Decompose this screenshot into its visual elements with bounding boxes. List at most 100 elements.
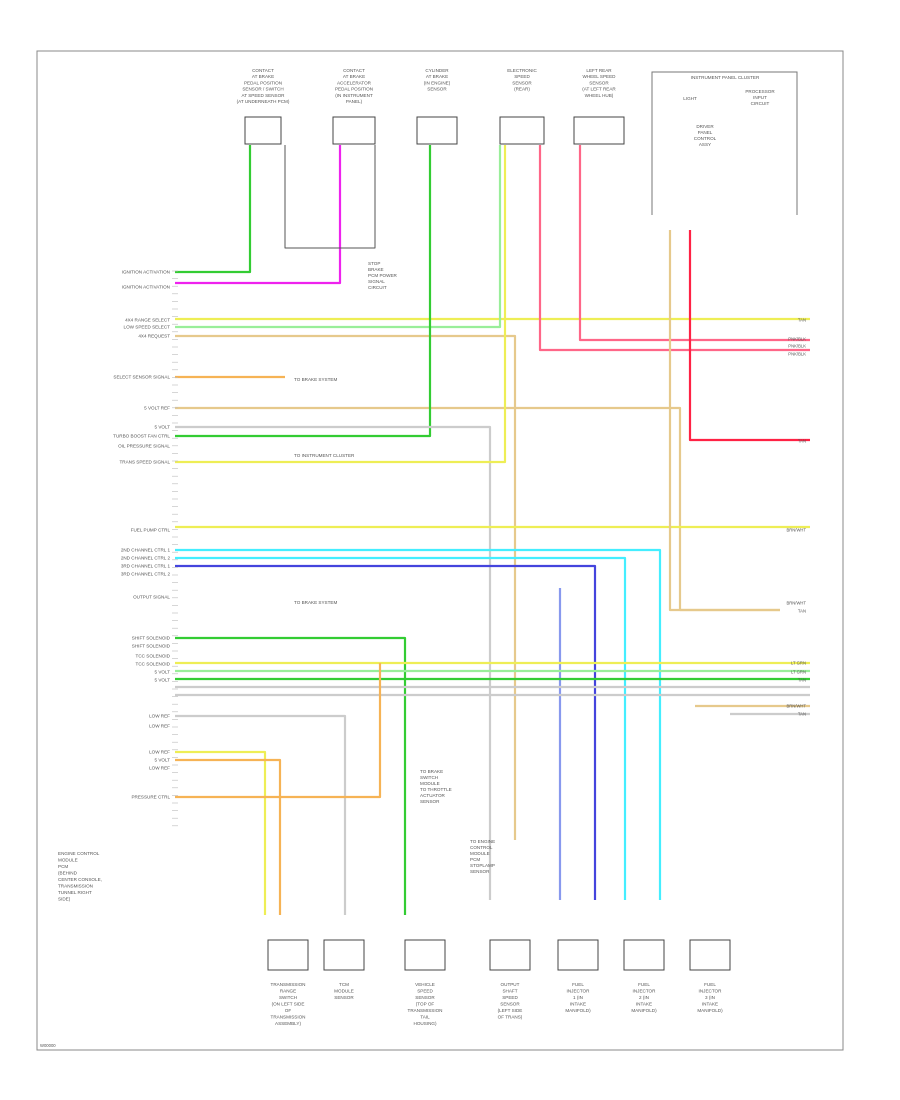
bottom-component-label: INJECTOR [633, 989, 657, 994]
wire-green [175, 145, 252, 274]
pcm-pin-label: FUEL PUMP CTRL [131, 528, 171, 533]
bottom-component-label: OF TRANS) [498, 1015, 523, 1020]
wire-yellow-2 [175, 145, 507, 464]
left-note: PCM [58, 864, 68, 869]
top-component-label: LEFT REAR [586, 68, 612, 73]
top-component-label: PEDAL POSITION [244, 80, 282, 85]
cluster-right-label: CIRCUIT [751, 101, 770, 106]
bottom-component-6 [623, 939, 665, 971]
wire-gray [284, 145, 376, 249]
right-wire-label: TAN [798, 712, 806, 717]
bottom-component-label: HOUSING) [414, 1021, 437, 1026]
left-note: SIDE) [58, 897, 71, 902]
bottom-component-label: TRANSMISSION [271, 1015, 306, 1020]
left-note: MODULE [58, 858, 78, 863]
pcm-pin-label: TCC SOLENOID [136, 662, 171, 667]
note-label: TO THROTTLE [420, 787, 452, 792]
note-label: MODULE [470, 851, 490, 856]
bottom-component-4 [489, 939, 531, 971]
right-wire-label: PNK/BLK [788, 337, 806, 342]
pcm-pin-label: SHIFT SOLENOID [132, 636, 171, 641]
bottom-component-label: INTAKE [570, 1002, 586, 1007]
bottom-component-label: (TOP OF [416, 1002, 435, 1007]
bottom-component-label: INJECTOR [567, 989, 591, 994]
pcm-pin-label: LOW SPEED SELECT [124, 325, 171, 330]
bottom-component-label: TRANSMISSION [271, 982, 306, 987]
right-wire-label: BRN/WHT [786, 704, 806, 709]
wire-blue [175, 564, 597, 900]
cluster-inner-label: DRIVER [696, 124, 714, 129]
pcm-pin-label: LOW REF [149, 766, 170, 771]
top-component-label: CONTACT [252, 68, 274, 73]
pcm-pin-label: IGNITION ACTIVATION [122, 270, 170, 275]
bottom-component-label: SENSOR [415, 995, 435, 1000]
bottom-component-label: TRANSMISSION [408, 1008, 443, 1013]
left-note: TUNNEL RIGHT [58, 890, 92, 895]
note-label: PCM [470, 857, 480, 862]
top-component-label: AT BRAKE [426, 74, 448, 79]
note-label: STOPLAMP [470, 863, 495, 868]
bottom-component-label: MANIFOLD) [631, 1008, 657, 1013]
bottom-component-7 [689, 939, 731, 971]
pcm-pin-label: 5 VOLT REF [144, 406, 170, 411]
right-wire-label: TAN [798, 439, 806, 444]
bottom-component-label: TCM [339, 982, 349, 987]
pcm-pin-label: 5 VOLT [155, 670, 171, 675]
note-label: TO BRAKE SYSTEM [294, 377, 337, 382]
cluster-right-label: INPUT [753, 95, 767, 100]
right-wire-label: PNK/BLK [788, 344, 806, 349]
wire-pink-2 [578, 145, 810, 342]
pcm-pin-label: TURBO BOOST FAN CTRL [113, 434, 170, 439]
bottom-component-label: MANIFOLD) [565, 1008, 591, 1013]
wire-light-green [175, 145, 502, 329]
pcm-pin-label: PRESSURE CTRL [131, 795, 170, 800]
note-label: BRAKE [368, 267, 384, 272]
bottom-component-2 [323, 939, 365, 971]
cluster-left-label: LIGHT [683, 96, 697, 101]
wire-gray-2 [175, 425, 492, 900]
bottom-component-label: 1 (IN [573, 995, 583, 1000]
pcm-pin-label: 3RD CHANNEL CTRL 1 [121, 564, 171, 569]
bottom-component-label: 3 (IN [705, 995, 715, 1000]
top-component-label: CONTACT [343, 68, 365, 73]
right-wire-label: PNK/BLK [788, 352, 806, 357]
top-component-label: SENSOR [589, 80, 609, 85]
top-component-label: SENSOR [512, 80, 532, 85]
bottom-component-label: (ON LEFT SIDE [272, 1002, 305, 1007]
pcm-pin-label: 3RD CHANNEL CTRL 2 [121, 572, 171, 577]
note-label: TO ENGINE [470, 839, 495, 844]
top-component-label: WHEEL SPEED [582, 74, 616, 79]
top-component-label: PEDAL POSITION [335, 87, 373, 92]
note-label: TO INSTRUMENT CLUSTER [294, 453, 355, 458]
top-component-3 [416, 116, 458, 145]
pcm-pin-label: 2ND CHANNEL CTRL 1 [121, 548, 171, 553]
bottom-component-1 [267, 939, 309, 971]
note-label: SENSOR [470, 869, 490, 874]
wire-pink [538, 145, 810, 352]
wire-yellow-5 [175, 750, 267, 915]
top-component-4 [499, 116, 545, 145]
cluster-right-label: PROCESSOR [745, 89, 775, 94]
instrument-panel-cluster [651, 71, 798, 215]
left-note: CENTER CONSOLE, [58, 877, 102, 882]
note-label: CIRCUIT [368, 285, 387, 290]
bottom-component-3 [404, 939, 446, 971]
bottom-component-label: FUEL [572, 982, 584, 987]
bottom-component-label: SWITCH [279, 995, 297, 1000]
top-component-label: (IN INSTRUMENT [335, 93, 373, 98]
wire-cyan-2 [175, 556, 627, 900]
bottom-component-label: MODULE [334, 989, 354, 994]
note-label: MODULE [420, 781, 440, 786]
top-component-label: WHEEL HUB) [585, 93, 614, 98]
pcm-pin-label: SHIFT SOLENOID [132, 644, 171, 649]
top-component-2 [332, 116, 376, 145]
right-wire-label: BRN/WHT [786, 601, 806, 606]
pcm-pin-label: LOW REF [149, 750, 170, 755]
top-component-1 [244, 116, 282, 145]
note-label: SIGNAL [368, 279, 385, 284]
note-label: PCM POWER [368, 273, 398, 278]
top-component-label: AT BRAKE [343, 74, 365, 79]
top-component-label: AT SPEED SENSOR [242, 93, 286, 98]
pcm-pin-label: 4X4 REQUEST [138, 334, 170, 339]
